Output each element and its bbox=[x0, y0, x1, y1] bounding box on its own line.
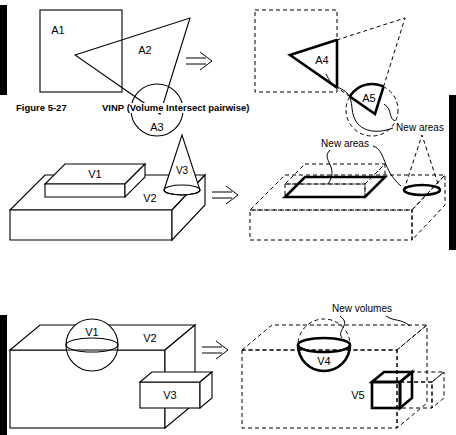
leader-line bbox=[326, 74, 393, 131]
part-label: V2 bbox=[143, 332, 156, 344]
part-label: V5 bbox=[351, 389, 364, 401]
part-label: A5 bbox=[362, 92, 375, 104]
double-arrow bbox=[202, 341, 228, 359]
part-label: V2 bbox=[143, 192, 156, 204]
part-label: A1 bbox=[51, 24, 64, 36]
areas-after bbox=[255, 10, 405, 136]
callout-text: New volumes bbox=[332, 303, 392, 314]
double-arrow bbox=[212, 186, 238, 204]
edge-bar bbox=[0, 315, 7, 435]
part-label: V1 bbox=[85, 326, 98, 338]
leader-line bbox=[386, 316, 410, 326]
solids-before bbox=[10, 319, 212, 428]
solids-after bbox=[242, 319, 444, 428]
volumes-before bbox=[10, 135, 205, 240]
part-label: V4 bbox=[317, 355, 330, 367]
callout-text: New areas bbox=[321, 138, 369, 149]
leader-line bbox=[373, 146, 401, 186]
areas-before bbox=[40, 10, 190, 136]
part-label: V3 bbox=[163, 389, 176, 401]
part-label: V1 bbox=[88, 168, 101, 180]
figure-caption: VINP (Volume Intersect pairwise) bbox=[100, 103, 251, 113]
callout-text: New areas bbox=[396, 122, 444, 133]
part-label: A3 bbox=[150, 121, 163, 133]
leader-line bbox=[340, 316, 345, 338]
volumes-after bbox=[250, 135, 445, 240]
part-label: A2 bbox=[138, 44, 151, 56]
part-label: A4 bbox=[315, 54, 328, 66]
edge-bar bbox=[449, 95, 456, 250]
leader-line bbox=[384, 104, 395, 121]
leader-line bbox=[327, 150, 332, 184]
edge-bar bbox=[0, 5, 7, 95]
double-arrow bbox=[186, 52, 212, 70]
figure-number: Figure 5-27 bbox=[14, 103, 69, 113]
part-label: V3 bbox=[176, 165, 188, 176]
